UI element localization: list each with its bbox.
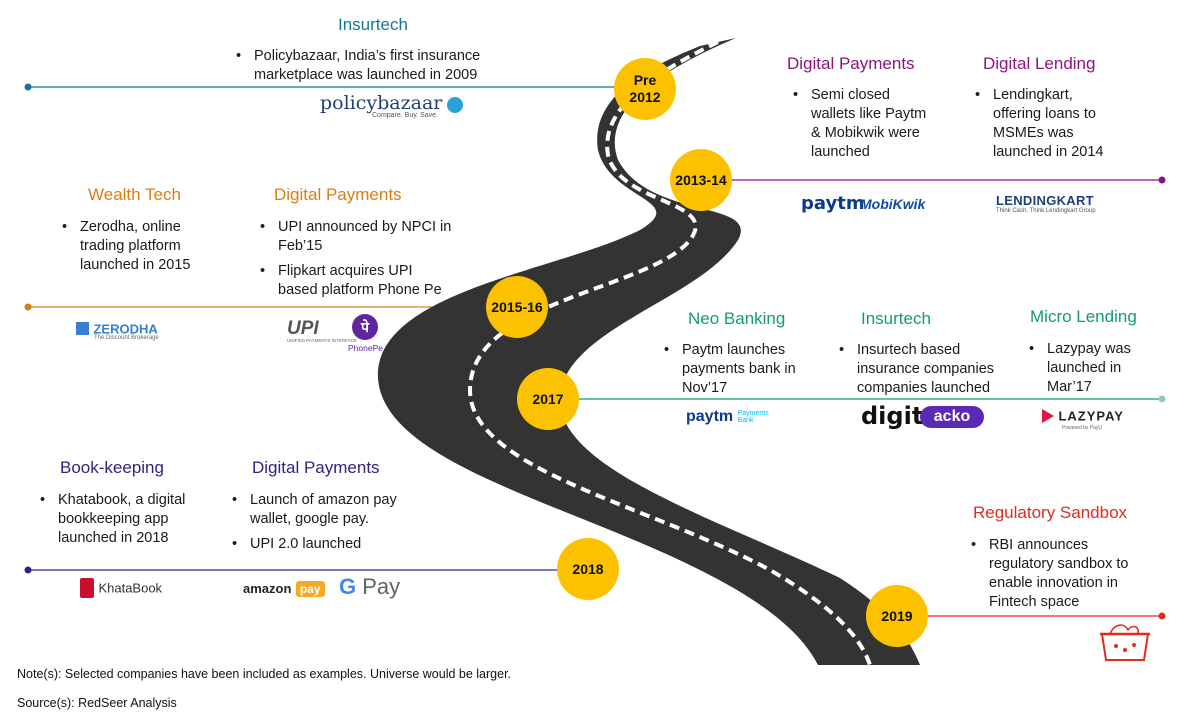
zerodha-logo: ZERODHA The Discount Brokerage: [76, 320, 159, 341]
bullet: Lazypay was launched in Mar’17: [1025, 340, 1155, 397]
digital-lending-title: Digital Lending: [983, 54, 1096, 73]
bullet: Khatabook, a digital bookkeeping app lau…: [36, 491, 206, 548]
insurtech-mid-title: Insurtech: [861, 309, 931, 328]
bullet: Launch of amazon pay wallet, google pay.: [228, 491, 428, 529]
road-surface: [377, 38, 920, 665]
regulatory-sandbox-bullets: RBI announces regulatory sandbox to enab…: [967, 536, 1147, 618]
footer-note: Note(s): Selected companies have been in…: [17, 667, 512, 681]
insurtech-top-bullets: Policybazaar, India’s first insurance ma…: [232, 47, 522, 91]
mobikwik-logo: MobiKwik: [860, 196, 926, 212]
milestone-2018: 2018: [557, 538, 619, 600]
digital-payments-low-bullets: Launch of amazon pay wallet, google pay.…: [228, 491, 428, 560]
bullet: UPI announced by NPCI in Feb’15: [256, 218, 456, 256]
digital-payments-top-bullets: Semi closed wallets like Paytm & Mobikwi…: [789, 86, 929, 168]
upi-logo: UPI UNIFIED PAYMENTS INTERFACE: [287, 318, 357, 343]
connector-dot: [24, 566, 32, 574]
bullet: Paytm launches payments bank in Nov’17: [660, 341, 820, 398]
micro-lending-bullets: Lazypay was launched in Mar’17: [1025, 340, 1155, 403]
sandbox-icon: [1100, 624, 1150, 661]
lendingkart-logo: LENDINGKART Think Cash, Think Lendingkar…: [996, 193, 1096, 214]
book-keeping-title: Book-keeping: [60, 458, 164, 477]
connector-dot: [1158, 612, 1166, 620]
book-keeping-bullets: Khatabook, a digital bookkeeping app lau…: [36, 491, 206, 554]
milestone-2019: 2019: [866, 585, 928, 647]
milestone-pre-2012: Pre 2012: [614, 58, 676, 120]
phonepe-icon: पे: [352, 314, 378, 340]
digital-payments-mid-bullets: UPI announced by NPCI in Feb’15 Flipkart…: [256, 218, 456, 306]
milestone-2015-16: 2015-16: [486, 276, 548, 338]
bullet: Zerodha, online trading platform launche…: [58, 218, 218, 275]
bullet: Flipkart acquires UPI based platform Pho…: [256, 262, 456, 300]
connector-dot: [24, 303, 32, 311]
wealth-tech-bullets: Zerodha, online trading platform launche…: [58, 218, 218, 281]
insurtech-mid-bullets: Insurtech based insurance companies comp…: [835, 341, 1015, 404]
digit-logo: digit: [861, 402, 924, 430]
connector-dot: [1158, 176, 1166, 184]
digital-lending-bullets: Lendingkart, offering loans to MSMEs was…: [971, 86, 1121, 168]
neo-banking-bullets: Paytm launches payments bank in Nov’17: [660, 341, 820, 404]
amazon-pay-logo: amazon pay: [243, 580, 325, 598]
neo-banking-title: Neo Banking: [688, 309, 786, 328]
connector-dot: [24, 83, 32, 91]
bullet: UPI 2.0 launched: [228, 535, 428, 554]
milestone-2017: 2017: [517, 368, 579, 430]
bullet: Policybazaar, India’s first insurance ma…: [232, 47, 522, 85]
wealth-tech-title: Wealth Tech: [88, 185, 181, 204]
digital-payments-top-title: Digital Payments: [787, 54, 915, 73]
milestone-2013-14: 2013-14: [670, 149, 732, 211]
digital-payments-mid-title: Digital Payments: [274, 185, 402, 204]
insurtech-top-title: Insurtech: [338, 15, 408, 34]
micro-lending-title: Micro Lending: [1030, 307, 1137, 326]
bullet: RBI announces regulatory sandbox to enab…: [967, 536, 1147, 612]
khatabook-logo: KhataBook: [80, 578, 162, 598]
acko-logo: acko: [920, 406, 984, 428]
lazypay-logo: LAZYPAY Powered by PayU: [1042, 407, 1124, 431]
footer-source: Source(s): RedSeer Analysis: [17, 696, 177, 710]
regulatory-sandbox-title: Regulatory Sandbox: [973, 503, 1128, 522]
bullet: Insurtech based insurance companies comp…: [835, 341, 1015, 398]
google-pay-logo: G Pay: [339, 574, 401, 599]
paytm-logo: paytm: [801, 193, 865, 214]
bullet: Semi closed wallets like Paytm & Mobikwi…: [789, 86, 929, 162]
phonepe-label: PhonePe: [348, 343, 383, 353]
connector-dot: [1158, 395, 1166, 403]
policybazaar-logo: policybazaar Compare. Buy. Save.: [320, 92, 463, 119]
bullet: Lendingkart, offering loans to MSMEs was…: [971, 86, 1121, 162]
digital-payments-low-title: Digital Payments: [252, 458, 380, 477]
